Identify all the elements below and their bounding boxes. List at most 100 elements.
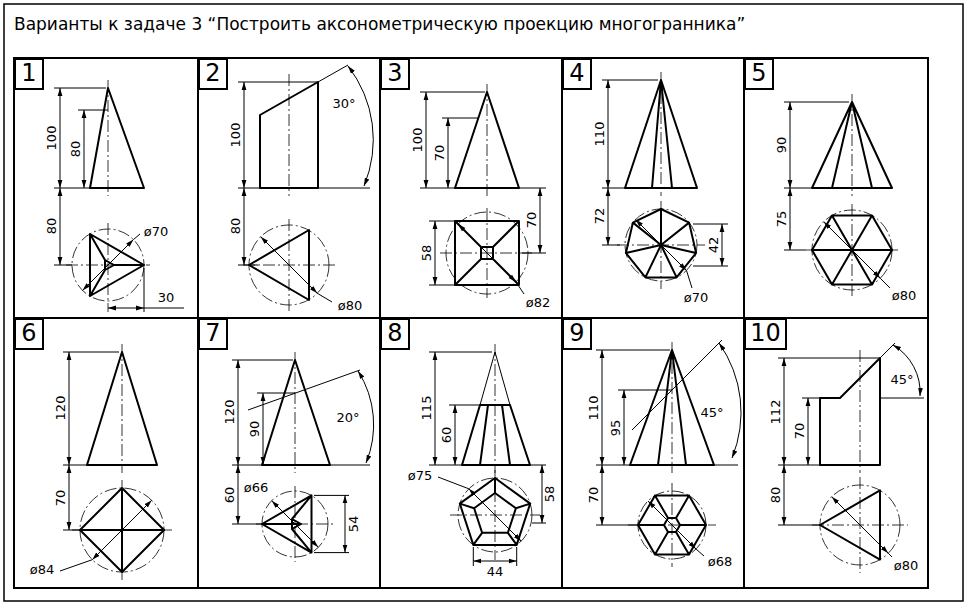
dimension-label: 90 — [775, 136, 789, 155]
dimension-line — [824, 222, 881, 279]
variant-number-box: 4 — [562, 58, 592, 90]
circumscribed-circle — [72, 229, 144, 301]
dimension-line — [244, 188, 245, 265]
dimension-label: ø70 — [683, 291, 710, 305]
outline — [249, 82, 318, 300]
variant-drawing — [60, 344, 172, 580]
dimension-label: 80 — [769, 486, 783, 505]
dimension-label: 72 — [593, 207, 607, 226]
dimension-label: 110 — [593, 121, 607, 148]
extension-line — [596, 340, 738, 556]
dimension-line — [608, 80, 609, 188]
variant-drawing — [602, 72, 728, 289]
angle-arc — [348, 66, 373, 186]
dimension-label: 70 — [433, 144, 447, 163]
variant-drawing — [238, 65, 373, 311]
dimension-line — [244, 82, 245, 188]
variant-number-box: 5 — [744, 58, 774, 90]
dimension-line — [92, 500, 151, 559]
angle-arc — [719, 343, 741, 458]
variant-number-box: 8 — [380, 318, 410, 350]
variant-number: 2 — [205, 60, 220, 86]
dimension-label: 42 — [707, 236, 721, 255]
dimension-line — [435, 221, 436, 285]
dimension-line — [448, 118, 449, 188]
extension-line — [778, 343, 924, 557]
dimension-line — [263, 393, 264, 465]
variant-number: 6 — [21, 320, 36, 346]
dimension-line — [108, 308, 144, 309]
dimension-line — [624, 390, 625, 465]
dimension-label: 60 — [440, 426, 454, 445]
circumscribed-circle — [820, 485, 900, 565]
dimension-line — [784, 465, 785, 525]
dimension-label: 100 — [45, 125, 59, 152]
variant-number: 1 — [21, 60, 36, 86]
dimension-label: ø66 — [243, 481, 270, 495]
center-line — [72, 344, 172, 580]
dimension-line — [790, 188, 791, 250]
dimension-label: ø70 — [143, 225, 170, 239]
dimension-line — [540, 188, 541, 253]
variant-number-box: 1 — [14, 58, 44, 90]
dimension-line — [832, 497, 889, 554]
variant-number-box: 7 — [198, 318, 228, 350]
variant-number-box: 6 — [14, 318, 44, 350]
dimension-label: 115 — [420, 395, 434, 422]
dimension-line — [636, 220, 687, 271]
dimension-label: 30° — [331, 97, 356, 111]
dimension-line — [238, 465, 239, 524]
dimension-label: 70 — [587, 486, 601, 505]
dimension-label: 70 — [525, 211, 539, 230]
dimension-line — [238, 360, 239, 465]
dimension-label: 44 — [486, 565, 505, 579]
extension-line — [602, 80, 728, 288]
variant-drawing — [778, 343, 924, 573]
dimension-label: 45° — [699, 406, 724, 420]
dimension-line — [69, 352, 70, 465]
circumscribed-circle — [638, 491, 706, 559]
center-line — [440, 84, 534, 298]
dimension-line — [808, 398, 809, 465]
center-line — [450, 344, 540, 560]
center-line — [628, 342, 716, 567]
variant-number: 5 — [751, 60, 766, 86]
center-line — [617, 72, 705, 289]
dimension-label: 75 — [775, 210, 789, 229]
dimension-line — [473, 561, 516, 562]
dimension-label: 80 — [69, 140, 83, 159]
variant-drawing — [596, 340, 741, 567]
dimension-line — [458, 224, 516, 282]
dimension-label: ø80 — [337, 299, 364, 313]
variant-number: 3 — [387, 60, 402, 86]
extension-line — [54, 88, 184, 312]
dimension-line — [261, 237, 318, 294]
variant-drawing — [54, 80, 184, 312]
circumscribed-circle — [249, 225, 329, 305]
dimension-label: 20° — [335, 411, 360, 425]
variant-number: 7 — [205, 320, 220, 346]
dimension-label: 110 — [587, 395, 601, 422]
dimension-label: ø68 — [707, 555, 734, 569]
variant-number-box: 3 — [380, 58, 410, 90]
dimension-line — [83, 240, 134, 291]
dimension-label: ø80 — [891, 289, 918, 303]
extension-line — [429, 352, 546, 566]
extension-line — [232, 360, 370, 553]
variant-number: 9 — [569, 320, 584, 346]
variant-drawing — [420, 84, 546, 298]
circumscribed-circle — [446, 212, 528, 294]
dimension-label: 60 — [223, 486, 237, 505]
sheet-title: Варианты к задаче 3 “Построить аксономет… — [14, 14, 745, 34]
extension-line — [60, 352, 119, 571]
dimension-line — [790, 102, 791, 188]
dimension-label: 45° — [889, 373, 914, 387]
dimension-label: 80 — [229, 217, 243, 236]
dimension-label: 58 — [543, 485, 557, 504]
dimension-line — [426, 92, 427, 188]
dimension-line — [69, 465, 70, 530]
center-line — [66, 80, 150, 312]
dimension-line — [60, 188, 61, 265]
dimension-label: 120 — [223, 399, 237, 426]
